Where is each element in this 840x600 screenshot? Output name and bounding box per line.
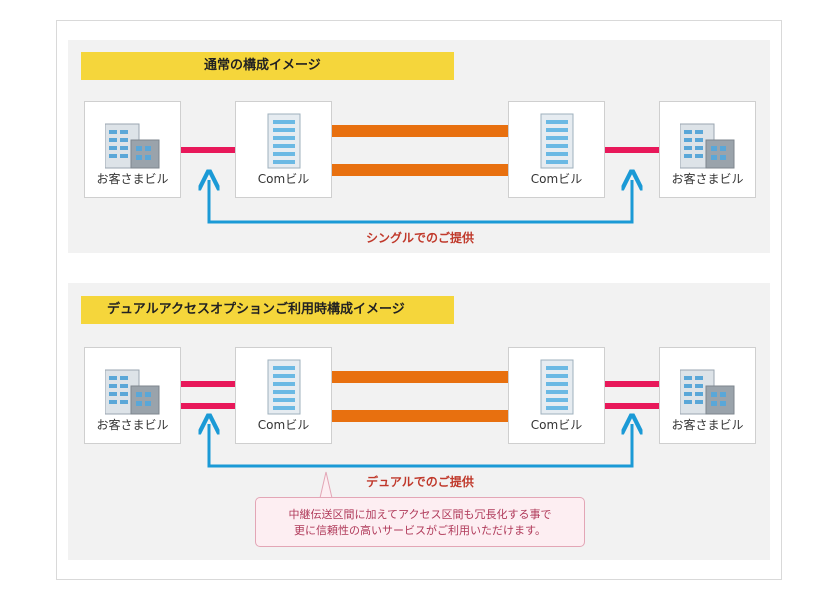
- note-line-1: 中継伝送区間に加えてアクセス区間も冗長化する事で: [288, 508, 552, 521]
- office-building-icon: [105, 123, 160, 169]
- com-building-label: Comビル: [530, 172, 583, 186]
- note-line-2: 更に信頼性の高いサービスがご利用いただけます。: [294, 524, 546, 537]
- access-line-left: [181, 147, 236, 153]
- customer-building-left-dual: お客さまビル: [84, 347, 181, 444]
- customer-building-right-dual: お客さまビル: [659, 347, 756, 444]
- server-building-icon: [540, 113, 574, 169]
- access-line-right: [605, 147, 660, 153]
- access-line-left-1: [181, 381, 236, 387]
- access-line-left-2: [181, 403, 236, 409]
- customer-building-label: お客さまビル: [96, 418, 169, 432]
- server-building-icon: [267, 359, 301, 415]
- access-line-right-2: [605, 403, 660, 409]
- com-building-label: Comビル: [257, 418, 310, 432]
- relay-line-bottom-dual: [330, 410, 512, 422]
- com-building-label: Comビル: [257, 172, 310, 186]
- redundancy-note-callout: 中継伝送区間に加えてアクセス区間も冗長化する事で 更に信頼性の高いサービスがご利…: [255, 497, 585, 547]
- com-building-right-dual: Comビル: [508, 347, 605, 444]
- dual-provision-arrow: [209, 424, 632, 468]
- dual-provision-caption: デュアルでのご提供: [366, 475, 474, 489]
- relay-line-top-dual: [330, 371, 512, 383]
- office-building-icon: [105, 369, 160, 415]
- single-provision-arrow: [209, 180, 632, 224]
- com-building-right: Comビル: [508, 101, 605, 198]
- customer-building-left: お客さまビル: [84, 101, 181, 198]
- server-building-icon: [267, 113, 301, 169]
- office-building-icon: [680, 123, 735, 169]
- com-building-left: Comビル: [235, 101, 332, 198]
- server-building-icon: [540, 359, 574, 415]
- office-building-icon: [680, 369, 735, 415]
- callout-tail: [319, 471, 333, 499]
- com-building-left-dual: Comビル: [235, 347, 332, 444]
- customer-building-label: お客さまビル: [96, 172, 169, 186]
- relay-line-bottom: [330, 164, 512, 176]
- single-provision-caption: シングルでのご提供: [365, 231, 474, 245]
- relay-line-top: [330, 125, 512, 137]
- customer-building-label: お客さまビル: [671, 418, 744, 432]
- com-building-label: Comビル: [530, 418, 583, 432]
- customer-building-right: お客さまビル: [659, 101, 756, 198]
- dual-config-title: デュアルアクセスオプションご利用時構成イメージ: [81, 296, 454, 324]
- customer-building-label: お客さまビル: [671, 172, 744, 186]
- normal-config-title: 通常の構成イメージ: [81, 52, 454, 80]
- access-line-right-1: [605, 381, 660, 387]
